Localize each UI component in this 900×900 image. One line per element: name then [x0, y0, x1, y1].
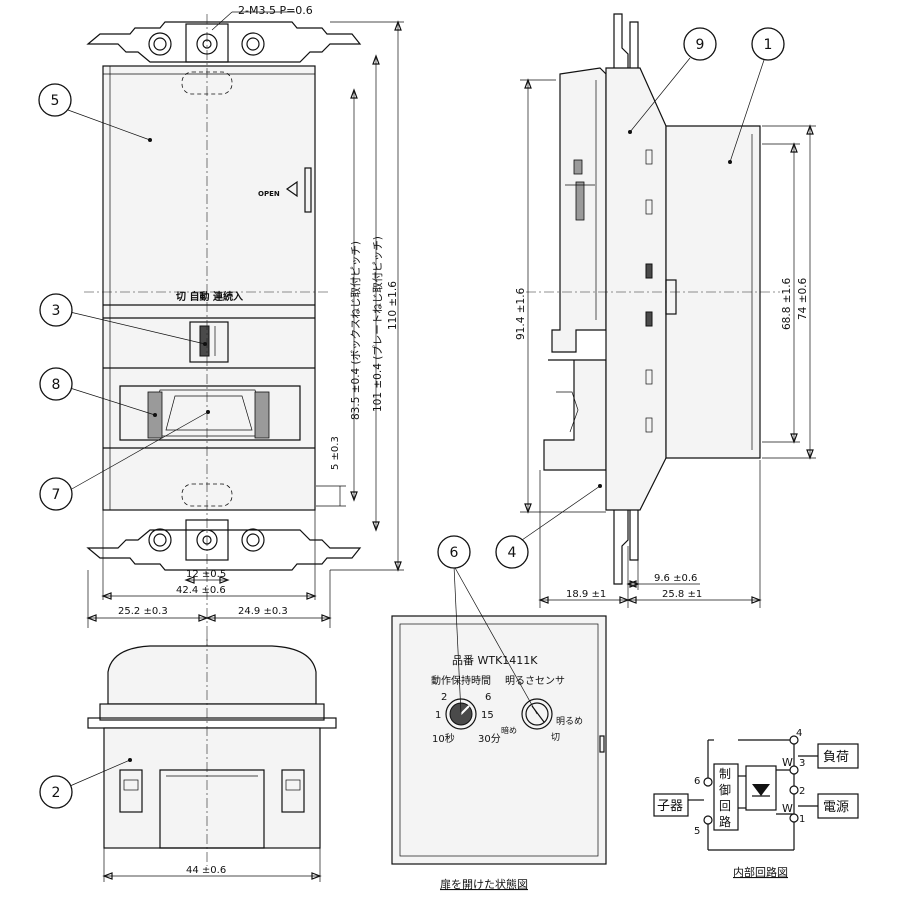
dim-inner-width: 42.4 ±0.6: [176, 585, 226, 596]
timer-mark-6: 6: [485, 692, 491, 703]
control-char-1: 制: [719, 767, 731, 781]
timer-mark-15: 15: [481, 710, 494, 721]
callout-2: 2: [39, 759, 131, 809]
dim-right-half: 24.9 ±0.3: [238, 606, 288, 617]
callout-7-label: 7: [52, 487, 61, 503]
circuit-caption: 内部回路図: [733, 865, 788, 879]
callout-8: 8: [39, 367, 156, 416]
terminal-2: 2: [799, 786, 805, 797]
callout-3: 3: [39, 293, 206, 345]
sensor-mark-bright: 明るめ: [556, 716, 583, 727]
dim-front-height: 110 ±1.6: [387, 281, 399, 330]
w-label-bottom: W: [782, 802, 793, 815]
terminal-1: 1: [799, 814, 805, 825]
dim-side-depth-b: 18.9 ±1: [566, 589, 606, 600]
dim-plate-pitch: 101 ±0.4 (プレートねじ取付ピッチ): [371, 236, 384, 412]
control-char-2: 御: [719, 782, 731, 797]
open-label: OPEN: [258, 190, 280, 198]
dim-box-pitch: 83.5 ±0.4 (ボックスねじ取付ピッチ): [349, 241, 362, 420]
terminal-5: 5: [694, 826, 700, 837]
callout-4-label: 4: [508, 545, 517, 561]
callout-3-label: 3: [52, 303, 61, 319]
timer-mark-2: 2: [441, 692, 447, 703]
callout-1-label: 1: [764, 37, 773, 53]
timer-label: 動作保持時間: [431, 674, 491, 687]
dim-side-body-h2: 74 ±0.6: [797, 277, 809, 320]
sensor-mark-dark: 暗め: [501, 725, 517, 735]
sensor-mark-off: 切: [551, 732, 560, 743]
timer-mark-30m: 30分: [478, 733, 501, 745]
callout-6-label: 6: [450, 545, 459, 561]
terminal-4: 4: [796, 728, 802, 739]
screw-spec-label: 2-M3.5 P=0.6: [238, 4, 313, 17]
front-view: [84, 11, 404, 660]
dim-side-depth-a: 9.6 ±0.6: [654, 573, 697, 584]
power-label: 電源: [823, 800, 849, 815]
callout-7: 7: [39, 411, 209, 511]
open-door-view: [391, 565, 607, 865]
callout-5: 5: [38, 83, 151, 141]
model-number: 品番 WTK1411K: [452, 654, 538, 667]
terminal-6: 6: [694, 776, 700, 787]
callout-6: 6: [437, 535, 471, 569]
timer-mark-10s: 10秒: [432, 732, 455, 745]
open-view-caption: 扉を開けた状態図: [440, 877, 528, 891]
dim-left-half: 25.2 ±0.3: [118, 606, 168, 617]
callout-1: 1: [729, 27, 785, 163]
callout-8-label: 8: [52, 377, 61, 393]
callout-5-label: 5: [51, 93, 60, 109]
side-view: [520, 13, 816, 608]
timer-mark-1: 1: [435, 710, 441, 721]
remote-label: 子器: [657, 799, 683, 814]
callout-9: 9: [629, 27, 717, 133]
internal-circuit: [653, 735, 859, 851]
dim-side-height: 91.4 ±1.6: [515, 287, 527, 340]
w-label-top: W: [782, 756, 793, 769]
callout-2-label: 2: [52, 785, 61, 801]
callout-9-label: 9: [696, 37, 705, 53]
terminal-3: 3: [799, 758, 805, 769]
control-char-3: 回: [719, 799, 731, 813]
dim-side-body-h1: 68.8 ±1.6: [781, 277, 793, 330]
bottom-view: [87, 636, 337, 882]
dim-hole-spacing: 12 ±0.5: [186, 569, 226, 580]
load-label: 負荷: [823, 750, 849, 765]
dim-sensor-offset: 5 ±0.3: [330, 436, 341, 470]
control-char-4: 路: [719, 814, 731, 829]
callout-4: 4: [495, 485, 601, 569]
dim-side-depth-c: 25.8 ±1: [662, 589, 702, 600]
sensor-label: 明るさセンサ: [505, 675, 565, 687]
switch-position-label: 切 自動 連続入: [176, 290, 243, 303]
dim-bottom-width: 44 ±0.6: [186, 865, 226, 876]
